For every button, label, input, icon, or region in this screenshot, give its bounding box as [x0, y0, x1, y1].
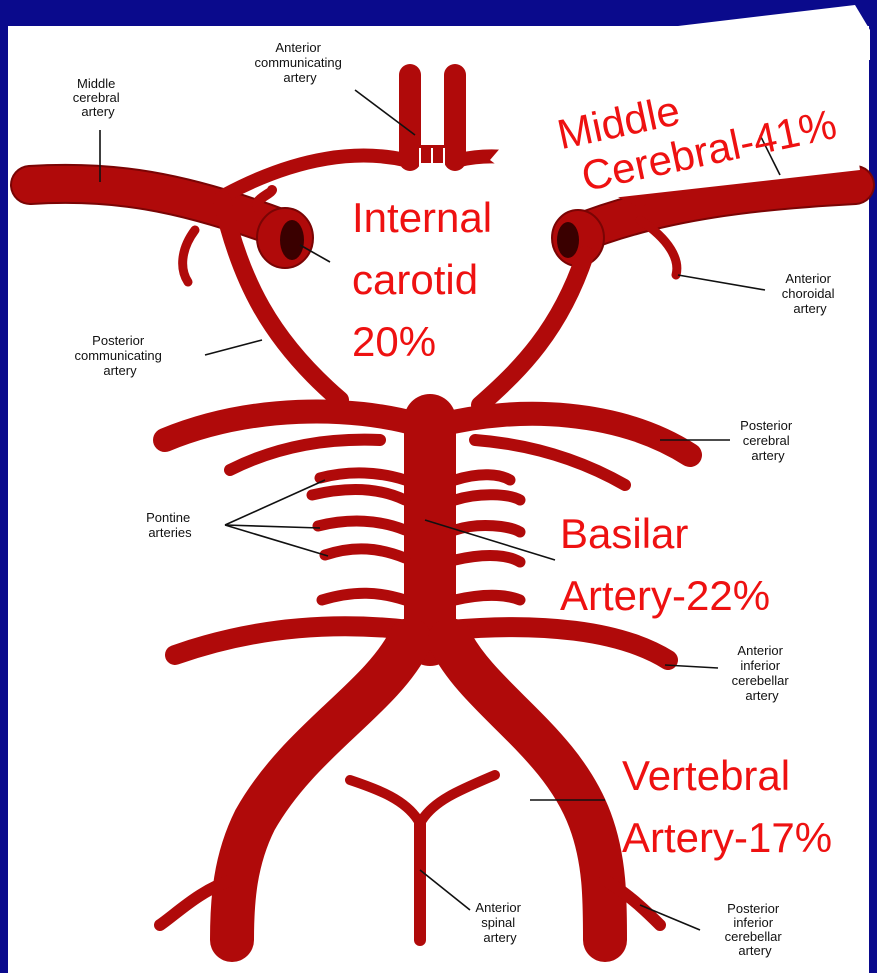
corner-wedge: [560, 5, 870, 60]
label-anterior-inferior-cerebellar-artery: Anterior inferior cerebellar artery: [732, 643, 793, 703]
pontine-artery: [322, 593, 405, 600]
label-posterior-cerebral-artery: Posterior cerebral artery: [740, 418, 796, 463]
callout-basilar-artery: Basilar Artery-22%: [560, 510, 770, 619]
label-middle-cerebral-artery: Middle cerebral artery: [73, 76, 124, 119]
right-vertebral-artery: [450, 640, 605, 940]
label-posterior-inferior-cerebellar-artery: Posterior inferior cerebellar artery: [725, 901, 786, 958]
right-carotid-lumen: [557, 222, 579, 258]
label-anterior-choroidal-artery: Anterior choroidal artery: [782, 271, 838, 316]
left-anterior-inferior-cerebellar-artery: [175, 626, 410, 655]
left-carotid-lumen: [280, 220, 304, 260]
label-posterior-communicating-artery: Posterior communicating artery: [74, 333, 165, 378]
right-posterior-communicating-artery: [480, 255, 585, 405]
pontine-artery: [320, 473, 405, 480]
pontine-artery: [312, 489, 405, 500]
callout-internal-carotid: Internal carotid 20%: [352, 194, 504, 365]
pontine-artery: [325, 549, 405, 558]
label-pontine-arteries: Pontine arteries: [146, 510, 194, 540]
pontine-artery: [318, 521, 405, 530]
label-anterior-spinal-artery: Anterior spinal artery: [475, 900, 524, 945]
label-anterior-communicating-artery: Anterior communicating artery: [254, 40, 345, 85]
callout-vertebral-artery: Vertebral Artery-17%: [622, 752, 832, 861]
